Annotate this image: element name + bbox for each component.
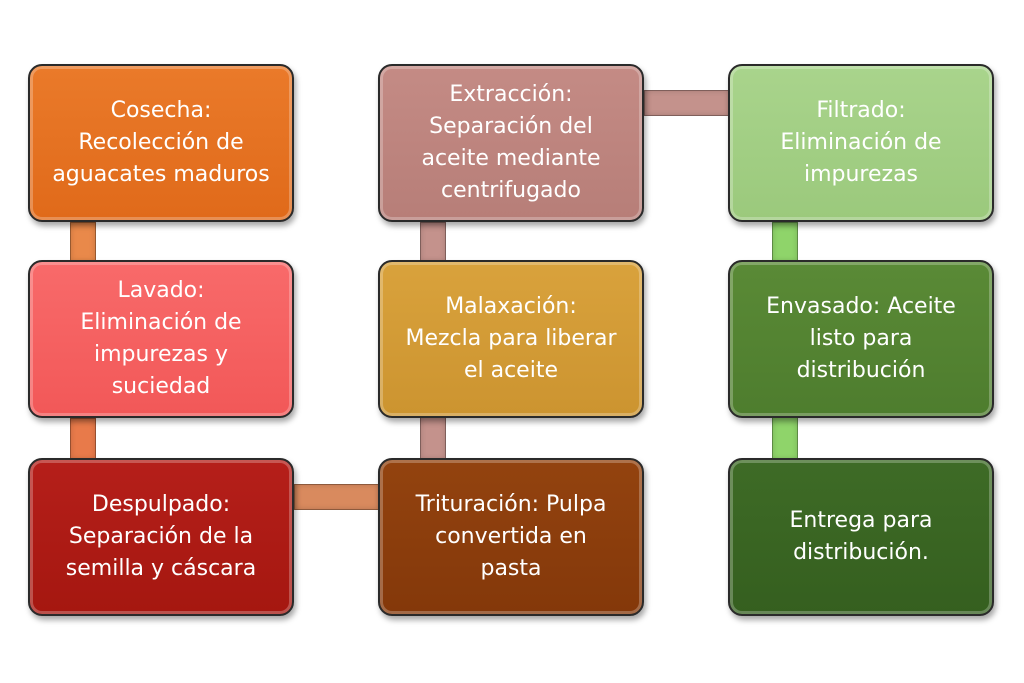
step-filtrado-text: Filtrado: Eliminación de impurezas — [780, 98, 942, 187]
step-entrega-text: Entrega para distribución. — [789, 508, 933, 565]
step-envasado: Envasado: Aceite listo para distribución — [728, 260, 994, 418]
connector-envasado-entrega — [772, 416, 798, 460]
step-malaxacion-text: Malaxación: Mezcla para liberar el aceit… — [405, 294, 617, 383]
connector-trituracion-malaxacion — [420, 416, 446, 460]
connector-cosecha-lavado — [70, 222, 96, 262]
connector-extraccion-filtrado — [644, 90, 730, 116]
step-lavado-text: Lavado: Eliminación de impurezas y sucie… — [80, 278, 242, 399]
step-despulpado-text: Despulpado: Separación de la semilla y c… — [65, 492, 257, 581]
connector-malaxacion-extraccion — [420, 222, 446, 262]
step-extraccion: Extracción: Separación del aceite median… — [378, 64, 644, 222]
step-envasado-text: Envasado: Aceite listo para distribución — [766, 294, 956, 383]
step-despulpado: Despulpado: Separación de la semilla y c… — [28, 458, 294, 616]
connector-despulpado-trituracion — [294, 484, 380, 510]
step-trituracion-text: Trituración: Pulpa convertida en pasta — [415, 492, 607, 581]
step-lavado: Lavado: Eliminación de impurezas y sucie… — [28, 260, 294, 418]
step-filtrado: Filtrado: Eliminación de impurezas — [728, 64, 994, 222]
connector-filtrado-envasado — [772, 222, 798, 262]
step-cosecha: Cosecha: Recolección de aguacates maduro… — [28, 64, 294, 222]
step-trituracion: Trituración: Pulpa convertida en pasta — [378, 458, 644, 616]
step-cosecha-text: Cosecha: Recolección de aguacates maduro… — [52, 98, 270, 187]
step-extraccion-text: Extracción: Separación del aceite median… — [421, 82, 601, 203]
connector-lavado-despulpado — [70, 418, 96, 460]
step-entrega: Entrega para distribución. — [728, 458, 994, 616]
step-malaxacion: Malaxación: Mezcla para liberar el aceit… — [378, 260, 644, 418]
